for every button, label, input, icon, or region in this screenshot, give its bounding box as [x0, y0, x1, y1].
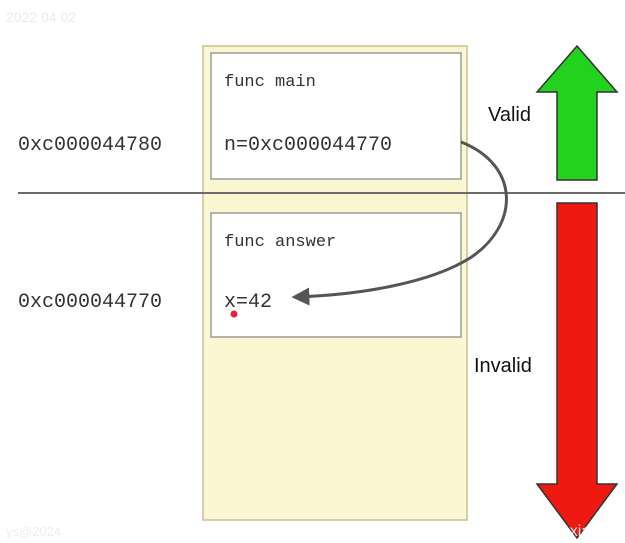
watermark-top: 2022 04 02 — [6, 9, 76, 25]
invalid-arrow-icon — [535, 202, 619, 540]
pointer-arrow — [291, 140, 508, 306]
frame-main-address: 0xc000044780 — [18, 134, 162, 157]
watermark-bottom-left: ys@2024 — [6, 524, 61, 539]
watermark-bottom-right: cnblogs.com/linxiaoxu — [459, 523, 616, 540]
frame-main-variable: n=0xc000044770 — [224, 134, 392, 157]
frame-answer-variable: x=42 — [224, 291, 272, 314]
frame-main-title: func main — [224, 73, 316, 92]
frame-answer-title: func answer — [224, 233, 336, 252]
frame-main — [210, 52, 462, 180]
frame-answer — [210, 212, 462, 338]
frame-answer-address: 0xc000044770 — [18, 291, 162, 314]
valid-label: Valid — [488, 104, 531, 126]
invalid-label: Invalid — [474, 355, 532, 377]
marker-dot — [230, 310, 238, 318]
valid-arrow-icon — [535, 44, 619, 181]
